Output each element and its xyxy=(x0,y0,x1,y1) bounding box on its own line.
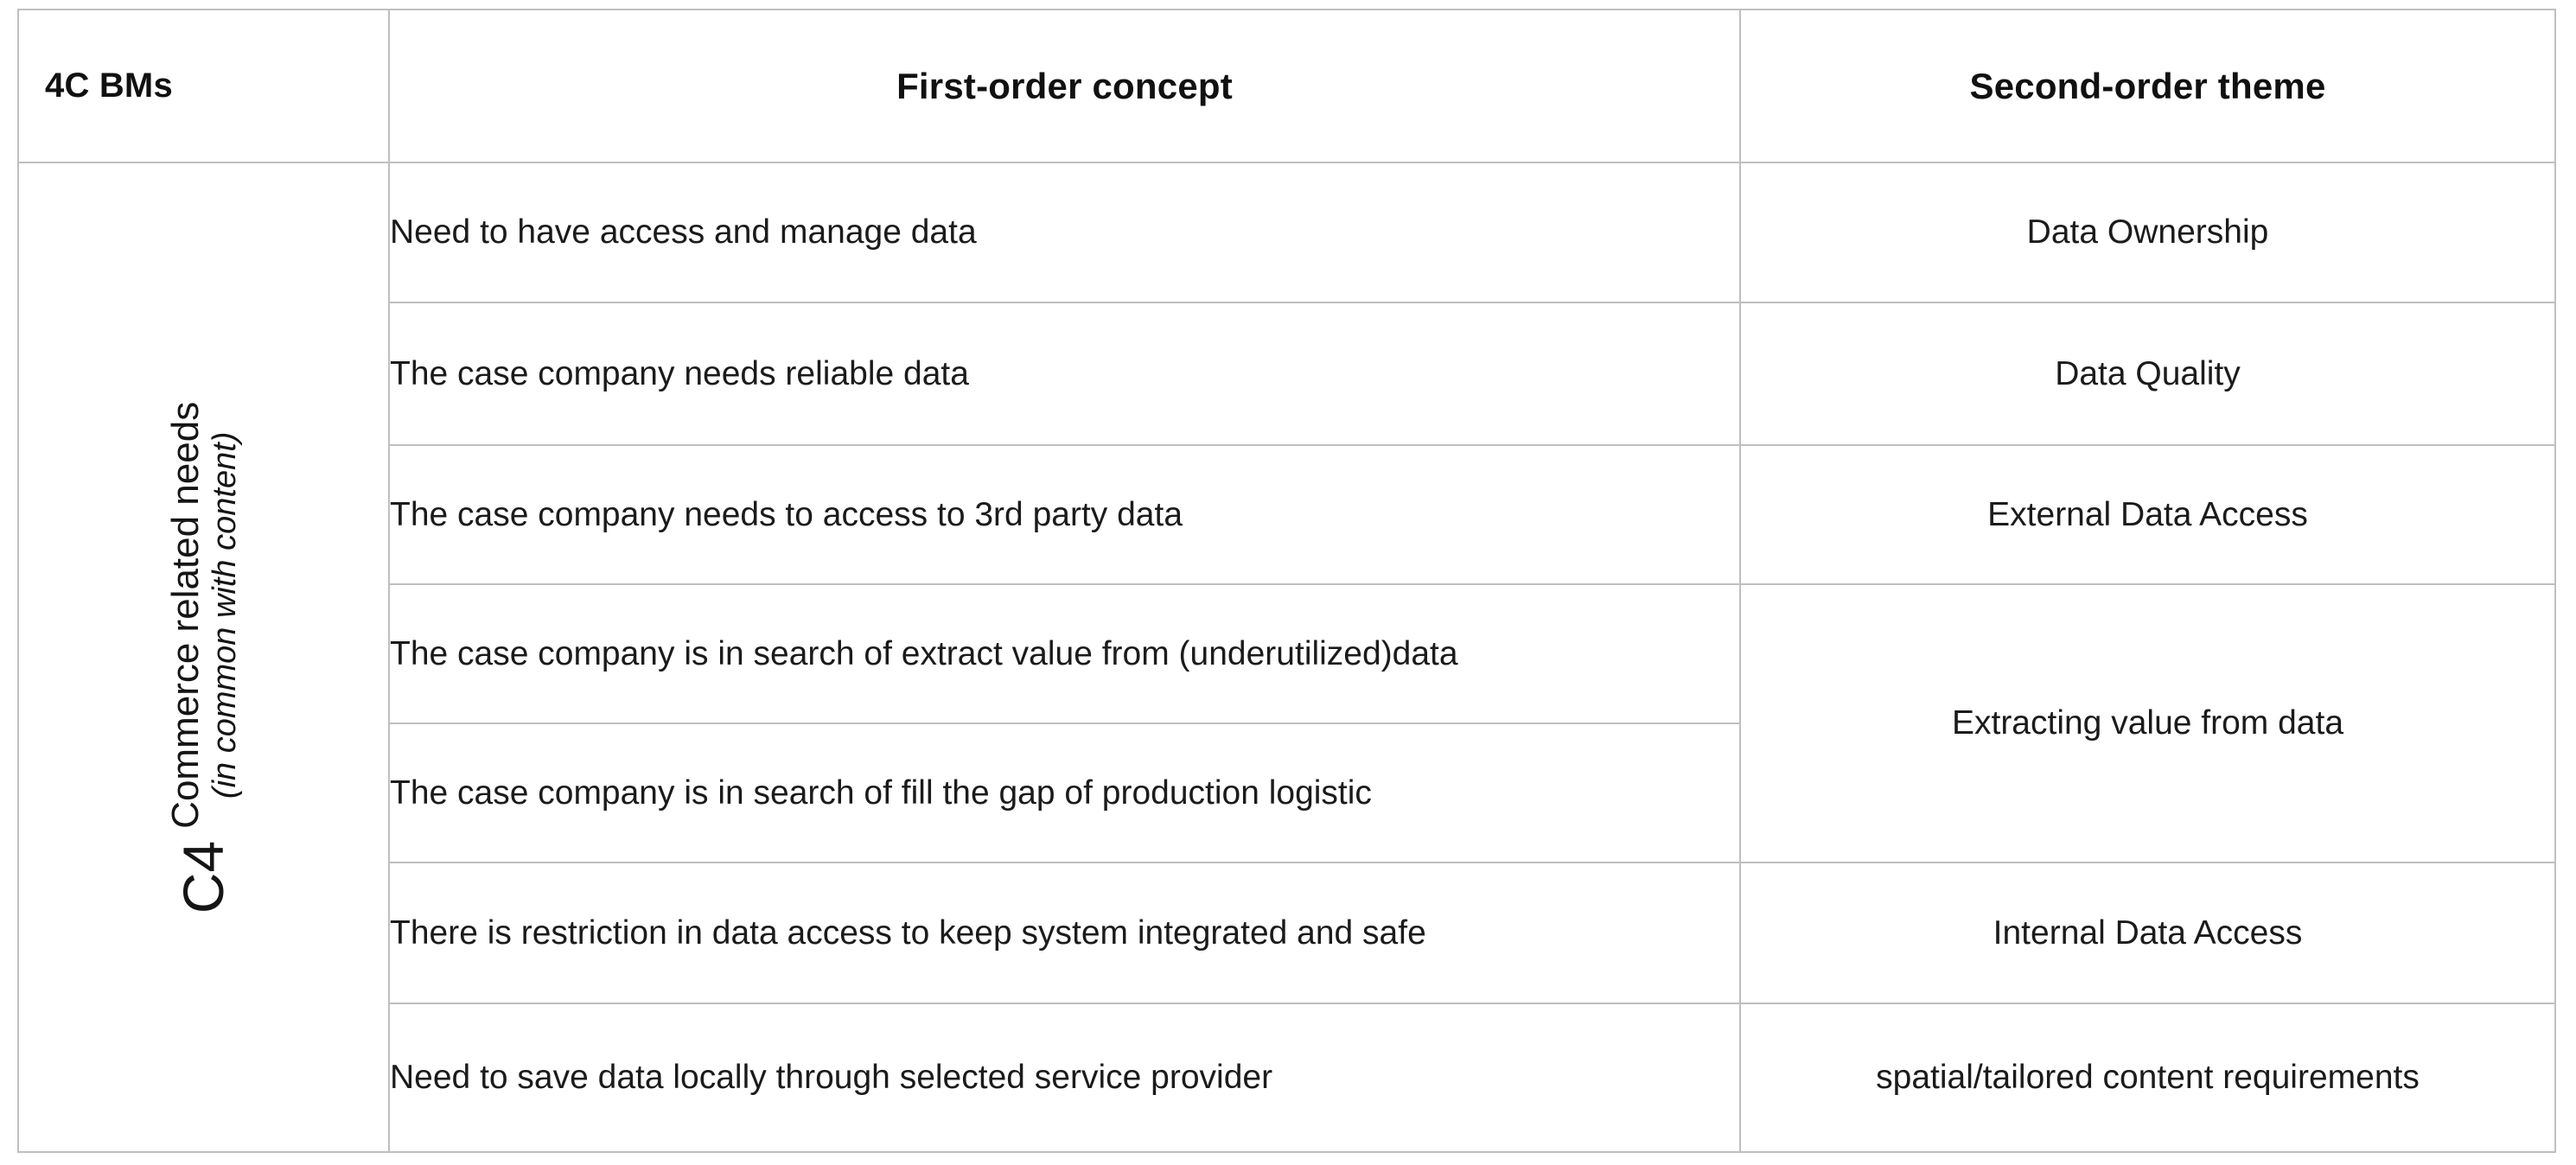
table-row: The case company needs reliable data Dat… xyxy=(18,302,2556,446)
second-order-cell-1: Data Ownership xyxy=(1739,162,2556,303)
second-order-cell-2: Data Quality xyxy=(1739,302,2556,446)
second-order-cell-6: Internal Data Access xyxy=(1739,862,2556,1004)
bm-category-cell-c4: C4 Commerce related needs (in common wit… xyxy=(17,162,390,1153)
first-order-cell-3: The case company needs to access to 3rd … xyxy=(388,444,1741,585)
header-second-order-theme: Second-order theme xyxy=(1739,9,2556,163)
table-header: 4C BMs First-order concept Second-order … xyxy=(17,9,2556,163)
coding-table: 4C BMs First-order concept Second-order … xyxy=(17,9,2556,1153)
table-row: The case company needs to access to 3rd … xyxy=(18,444,2556,585)
table-body: C4 Commerce related needs (in common wit… xyxy=(17,162,2556,1153)
bm-text-stack: Commerce related needs (in common with c… xyxy=(164,401,244,828)
bm-rotated-label: C4 Commerce related needs (in common wit… xyxy=(164,401,244,913)
bm-code-label: C4 xyxy=(170,840,235,914)
table-row: The case company is in search of extract… xyxy=(18,583,2556,863)
first-order-cell-5: The case company is in search of fill th… xyxy=(388,723,1741,863)
table-row: Need to save data locally through select… xyxy=(18,1003,2556,1153)
table-row: There is restriction in data access to k… xyxy=(18,862,2556,1004)
first-order-cell-7: Need to save data locally through select… xyxy=(388,1003,1741,1153)
first-order-cell-4: The case company is in search of extract… xyxy=(388,583,1741,724)
first-order-cell-6: There is restriction in data access to k… xyxy=(388,862,1741,1004)
second-order-cell-7: spatial/tailored content requirements xyxy=(1739,1003,2556,1153)
header-first-order-concept: First-order concept xyxy=(388,9,1741,163)
second-order-cell-3: External Data Access xyxy=(1739,444,2556,585)
table-row: The case company is in search of fill th… xyxy=(18,723,2555,863)
bm-subtitle-label: (in common with content) xyxy=(206,431,243,799)
first-order-cell-2: The case company needs reliable data xyxy=(388,302,1741,446)
second-order-cell-4-merged: Extracting value from data xyxy=(1739,583,2556,863)
bm-title-label: Commerce related needs xyxy=(163,401,207,829)
header-4c-bms: 4C BMs xyxy=(17,9,390,163)
header-row: 4C BMs First-order concept Second-order … xyxy=(17,9,2556,163)
first-order-cell-1: Need to have access and manage data xyxy=(388,162,1741,303)
table-row: C4 Commerce related needs (in common wit… xyxy=(17,162,2556,1153)
